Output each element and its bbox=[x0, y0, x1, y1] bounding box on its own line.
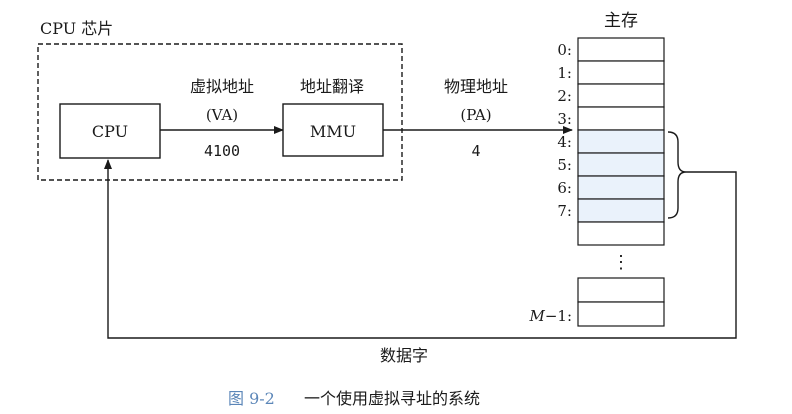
pa-label: 物理地址 bbox=[444, 77, 508, 96]
memory-cell bbox=[577, 37, 665, 62]
memory-cell-label: 5: bbox=[557, 156, 572, 174]
mmu-box bbox=[282, 103, 384, 157]
memory-cell bbox=[577, 198, 665, 223]
va-value: 4100 bbox=[204, 142, 240, 160]
memory-cell bbox=[577, 221, 665, 246]
cpu-chip-label: CPU 芯片 bbox=[40, 19, 113, 38]
pa-abbr: (PA) bbox=[460, 106, 491, 124]
memory-last-label-var: M bbox=[528, 307, 545, 325]
memory-cell bbox=[577, 106, 665, 131]
cpu-chip-boundary bbox=[37, 43, 403, 181]
memory-cell bbox=[577, 152, 665, 177]
memory-cells: 0: 1: 2: 3: 4: 5: 6: 7: bbox=[557, 37, 665, 246]
memory-cell bbox=[577, 129, 665, 154]
data-word-label: 数据字 bbox=[380, 346, 428, 365]
cpu-label: CPU bbox=[92, 122, 128, 141]
memory-cell-label: 2: bbox=[557, 87, 572, 105]
memory-last-label: M−1: bbox=[528, 307, 572, 325]
mmu-title: 地址翻译 bbox=[300, 77, 364, 96]
mmu-label: MMU bbox=[310, 122, 356, 141]
memory-last-label-rest: −1: bbox=[545, 307, 572, 325]
memory-title: 主存 bbox=[604, 11, 638, 31]
memory-cell bbox=[577, 60, 665, 85]
figure-caption: 一个使用虚拟寻址的系统 bbox=[304, 389, 480, 408]
memory-cell-label: 4: bbox=[557, 133, 572, 151]
memory-cell-last bbox=[577, 301, 665, 327]
memory-cell-label: 6: bbox=[557, 179, 572, 197]
cpu-box bbox=[59, 103, 161, 159]
data-word-arrow bbox=[104, 159, 737, 339]
memory-cell-label: 7: bbox=[557, 202, 572, 220]
data-word-brace bbox=[667, 131, 687, 219]
memory-ellipsis: ⋮ bbox=[612, 252, 630, 273]
pa-value: 4 bbox=[471, 142, 480, 160]
va-label: 虚拟地址 bbox=[190, 77, 254, 96]
va-abbr: (VA) bbox=[206, 106, 238, 124]
memory-cell-label: 0: bbox=[557, 41, 572, 59]
memory-cell-label: 3: bbox=[557, 110, 572, 128]
memory-cell-blank-lower bbox=[577, 277, 665, 303]
memory-cell bbox=[577, 175, 665, 200]
memory-cell bbox=[577, 83, 665, 108]
memory-cell-label: 1: bbox=[557, 64, 572, 82]
figure-number: 图 9-2 bbox=[228, 389, 275, 408]
